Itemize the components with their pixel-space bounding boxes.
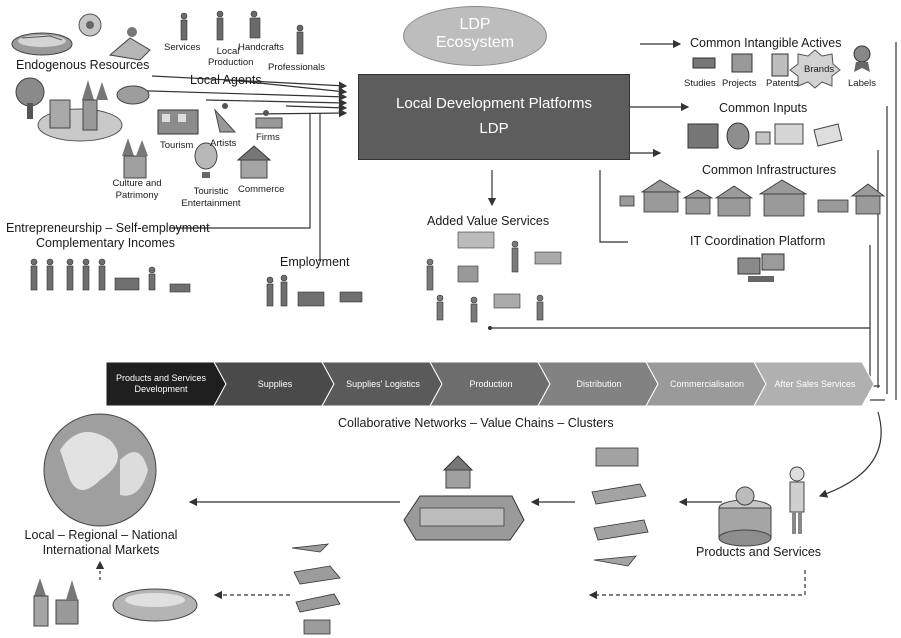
chain-stage-label: Supplies [257, 378, 293, 389]
intangible-projects-label: Projects [722, 78, 757, 89]
common-intangible-actives-label: Common Intangible Actives [690, 36, 842, 50]
intangible-brands-label: Brands [804, 64, 835, 75]
commerce-label: Commerce [238, 184, 285, 195]
transport-icons-left [291, 543, 341, 635]
markets-line2: International Markets [42, 543, 160, 557]
inputs-icons [687, 122, 843, 150]
chain-stage-label: After Sales Services [774, 378, 856, 389]
warehouse-icon [403, 455, 525, 541]
added-value-services-label: Added Value Services [427, 214, 550, 228]
transport-icons-right [591, 447, 649, 567]
chain-stage-label: Production [469, 378, 513, 389]
agent-local-production-label: Local Production [208, 46, 254, 68]
infrastructure-icons [619, 179, 886, 217]
chain-stage-label: Distribution [576, 378, 622, 389]
gift-icon [718, 486, 772, 547]
harvest-icon [108, 27, 151, 61]
tree-icon [15, 77, 45, 119]
ecosystem-title: LDP [459, 16, 491, 33]
artists-label: Artists [210, 138, 237, 149]
products-services-label: Products and Services [696, 545, 822, 559]
platform-title: Local Development Platforms [396, 95, 592, 112]
globe-icon [43, 413, 157, 527]
agent-services-label: Services [164, 42, 201, 53]
commerce-icon [236, 145, 272, 179]
value-chain-caption: Collaborative Networks – Value Chains – … [338, 416, 614, 430]
intangible-patents-label: Patents [766, 78, 799, 89]
common-inputs-label: Common Inputs [719, 101, 808, 115]
culture-patrimony-label: Culture and Patrimony [112, 178, 162, 201]
ecosystem-subtitle: Ecosystem [435, 34, 515, 51]
employment-label: Employment [280, 255, 350, 269]
complementary-incomes-label: Complementary Incomes [36, 236, 175, 250]
it-coordination-platform-label: IT Coordination Platform [690, 234, 826, 248]
local-agents-label: Local Agents [190, 73, 262, 87]
chain-stage-label: Products and Services Development [115, 373, 207, 394]
added-value-figures [426, 231, 562, 323]
balloon-icon [194, 142, 218, 178]
chef-icon [789, 466, 805, 534]
agent-handcrafts-label: Handcrafts [238, 42, 284, 53]
local-village-icon [33, 578, 198, 627]
markets-line1: Local – Regional – National [24, 528, 178, 542]
artists-icon [214, 103, 237, 133]
flower-icon [78, 13, 102, 37]
common-infrastructures-label: Common Infrastructures [702, 163, 837, 177]
chain-stage-shape [753, 361, 875, 407]
chain-stage-label: Commercialisation [669, 378, 745, 389]
intangible-labels-label: Labels [848, 78, 876, 89]
chain-stage-label: Supplies' Logistics [346, 378, 420, 389]
tourism-label: Tourism [160, 140, 194, 151]
endogenous-resources-label: Endogenous Resources [16, 58, 150, 72]
platform-abbrev: LDP [479, 120, 509, 137]
agent-professionals-label: Professionals [268, 62, 326, 73]
intangible-studies-label: Studies [684, 78, 716, 89]
entrepreneurs-figures [30, 258, 191, 293]
entrepreneurship-label: Entrepreneurship – Self-employment [6, 221, 210, 235]
village-icon [37, 80, 123, 142]
pig-icon [116, 85, 150, 105]
landscape-icon [11, 32, 73, 56]
patrimony-icon [122, 138, 148, 179]
tourism-icon [157, 109, 199, 135]
computers-icon [737, 253, 785, 282]
firms-label: Firms [256, 132, 280, 143]
ldp-platform-box: Local Development Platforms LDP [358, 74, 630, 160]
employment-figures [266, 274, 363, 307]
local-agents-figures [180, 10, 304, 55]
touristic-entertainment-label: Touristic Entertainment [181, 186, 241, 209]
intangible-icons [692, 45, 871, 89]
firms-icon [255, 110, 283, 129]
ldp-ecosystem-ellipse: LDP Ecosystem [403, 6, 547, 66]
